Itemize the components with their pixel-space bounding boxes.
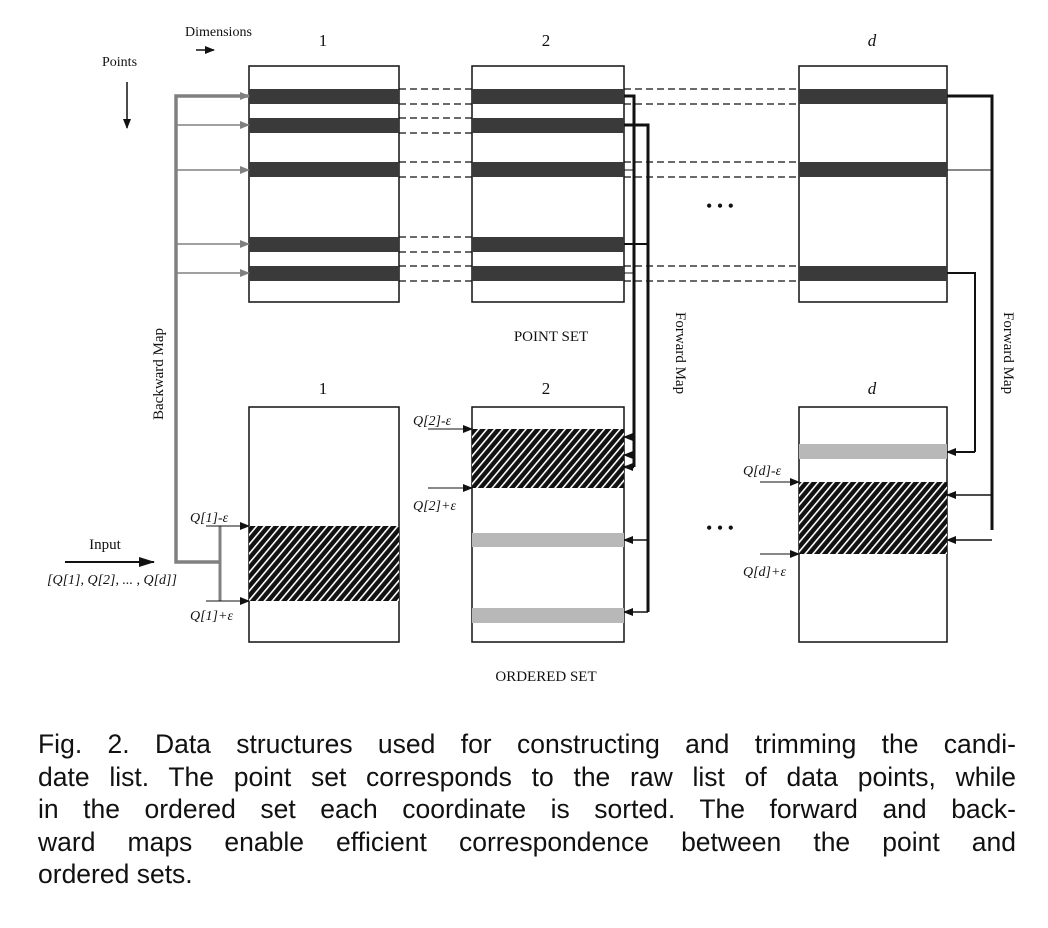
ellipsis-bottom: • • • [706, 518, 734, 538]
forward-map-label-2: Forward Map [1000, 312, 1016, 394]
point-set-column-d [798, 65, 948, 303]
column-label-1: 1 [319, 31, 328, 50]
point-set-label: POINT SET [514, 329, 588, 345]
input-vector: [Q[1], Q[2], ... , Q[d]] [47, 573, 177, 588]
q1-plus-label: Q[1]+ε [190, 609, 233, 624]
q2-plus-label: Q[2]+ε [413, 499, 456, 514]
figure-caption: Fig. 2. Data structures used for constru… [38, 728, 1016, 891]
ordered-set-column-2 [471, 406, 625, 643]
caption-line: in the ordered set each coordinate is so… [38, 794, 1016, 824]
backward-map-label: Backward Map [151, 328, 167, 420]
dimensions-label: Dimensions [185, 25, 252, 40]
q1-minus-label: Q[1]-ε [190, 511, 229, 526]
caption-line: ward maps enable efficient correspondenc… [38, 826, 1016, 857]
point-set-column-1 [248, 65, 400, 303]
column-label-2: 2 [542, 31, 551, 50]
points-label: Points [102, 55, 137, 70]
qd-minus-label: Q[d]-ε [743, 464, 782, 479]
q2-minus-label: Q[2]-ε [413, 414, 452, 429]
ordered-column-label-d: d [868, 379, 877, 398]
caption-line: ordered sets. [38, 859, 193, 889]
ordered-column-label-1: 1 [319, 379, 328, 398]
ordered-set-label: ORDERED SET [495, 669, 596, 685]
column-label-d: d [868, 31, 877, 50]
ordered-set-column-d [798, 406, 948, 643]
query-arrows [206, 425, 800, 605]
ordered-set-column-1 [248, 406, 400, 643]
forward-map-lines-column-d [946, 94, 994, 544]
ellipsis-top: • • • [706, 196, 734, 216]
dashed-connectors [399, 88, 799, 282]
caption-line: date list. The point set corresponds to … [38, 761, 1016, 792]
caption-line: Fig. 2. Data structures used for constru… [38, 729, 1016, 759]
qd-plus-label: Q[d]+ε [743, 565, 786, 580]
forward-map-label-1: Forward Map [672, 312, 688, 394]
backward-map-lines [174, 92, 250, 601]
data-structures-diagram: Dimensions Points 1 2 d • • • POINT SET [47, 25, 1016, 685]
point-set-column-2 [471, 65, 625, 303]
ordered-column-label-2: 2 [542, 379, 551, 398]
forward-map-lines-column-2 [623, 94, 650, 616]
input-label: Input [89, 537, 121, 553]
